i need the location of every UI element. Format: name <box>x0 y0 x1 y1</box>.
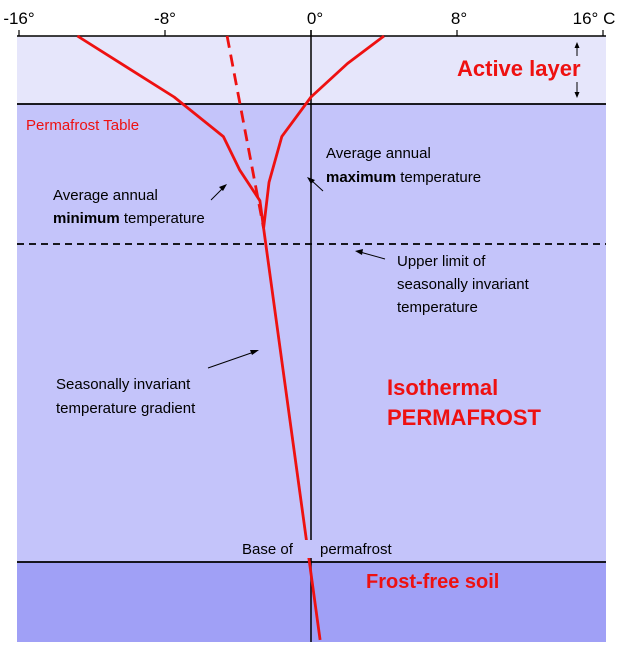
tick-label-8: 8° <box>451 9 467 28</box>
tick-label-zero: 0° <box>307 9 323 28</box>
min-temp-bold: minimum <box>53 210 120 227</box>
gradient-line2: temperature gradient <box>56 400 196 417</box>
permafrost-base-label: permafrost <box>320 541 393 558</box>
isothermal-label: Isothermal <box>387 375 498 400</box>
annotation-arrows <box>207 177 386 369</box>
max-temp-rest: temperature <box>396 169 481 186</box>
permafrost-table-label: Permafrost Table <box>26 117 139 134</box>
upper-limit-line1: Upper limit of <box>397 253 486 270</box>
upper-limit-line3: temperature <box>397 299 478 316</box>
min-temp-line1: Average annual <box>53 187 158 204</box>
min-temp-line2: minimum temperature <box>53 210 205 227</box>
active-layer-label: Active layer <box>457 56 581 81</box>
temperature-curves <box>76 34 385 641</box>
max-temp-line2: maximum temperature <box>326 169 481 186</box>
tick-marks <box>18 30 604 36</box>
gradient-line1: Seasonally invariant <box>56 376 191 393</box>
active-layer-thickness-indicator <box>574 42 580 98</box>
base-of-label: Base of <box>242 541 294 558</box>
base-label-backdrop <box>240 540 412 558</box>
tick-label-minus16: -16° <box>3 9 34 28</box>
curve-invariant-gradient <box>262 228 322 641</box>
permafrost-label: PERMAFROST <box>387 405 542 430</box>
tick-label-minus8: -8° <box>154 9 176 28</box>
curve-min-extrapolated <box>225 35 265 229</box>
max-temp-line1: Average annual <box>326 145 431 162</box>
upper-limit-line2: seasonally invariant <box>397 276 530 293</box>
frost-free-soil-label: Frost-free soil <box>366 571 499 593</box>
tick-label-16c: 16° C <box>573 9 616 28</box>
curve-max <box>262 34 385 229</box>
min-temp-rest: temperature <box>120 210 205 227</box>
max-temp-bold: maximum <box>326 169 396 186</box>
